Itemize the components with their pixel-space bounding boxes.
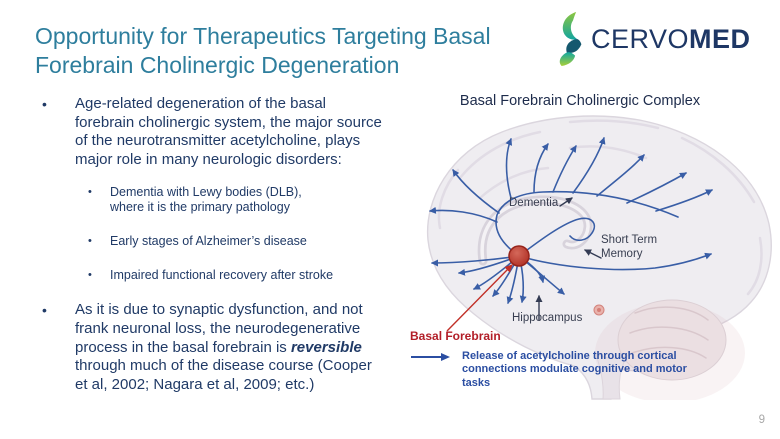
label-hippocampus: Hippocampus bbox=[512, 312, 583, 324]
sub-bullet-list: • Dementia with Lewy bodies (DLB), where… bbox=[35, 185, 435, 282]
page-title: Opportunity for Therapeutics Targeting B… bbox=[35, 23, 491, 78]
label-basal-forebrain: Basal Forebrain bbox=[410, 329, 501, 343]
basal-forebrain-pointer-arrow bbox=[446, 264, 513, 332]
bullet-list: • Age-related degeneration of the basal … bbox=[35, 95, 435, 394]
list-item: • As it is due to synaptic dysfunction, … bbox=[35, 301, 435, 394]
list-item: • Dementia with Lewy bodies (DLB), where… bbox=[35, 185, 435, 215]
bullet-text: As it is due to synaptic dysfunction, an… bbox=[75, 301, 387, 394]
bullet-text-pre: As it is due to synaptic dysfunction, an… bbox=[75, 301, 363, 356]
cervomed-logo-icon bbox=[559, 12, 582, 66]
bullet-marker: • bbox=[88, 234, 92, 247]
label-dementia: Dementia bbox=[509, 197, 559, 209]
bullet-text-emphasis: reversible bbox=[290, 338, 362, 356]
bullet-marker: • bbox=[88, 186, 92, 199]
logo-text-med: MED bbox=[689, 23, 751, 54]
list-item: • Early stages of Alzheimer’s disease bbox=[35, 234, 435, 249]
sub-bullet-text: Early stages of Alzheimer’s disease bbox=[110, 233, 307, 248]
bullet-marker: • bbox=[42, 96, 47, 112]
label-pointer-arrows bbox=[535, 197, 602, 321]
page-number: 9 bbox=[758, 414, 765, 426]
list-item: • Impaired functional recovery after str… bbox=[35, 268, 435, 283]
bullet-marker: • bbox=[42, 302, 47, 319]
label-short-term-memory: Short Term Memory bbox=[601, 234, 658, 260]
legend-text: Release of acetylcholine through cortica… bbox=[462, 350, 687, 389]
cholinergic-projection-arrows bbox=[429, 137, 713, 304]
legend-arrow-icon bbox=[411, 353, 450, 361]
basal-forebrain-dot bbox=[508, 245, 530, 267]
bullet-marker: • bbox=[88, 268, 92, 281]
brain-diagram bbox=[426, 115, 772, 400]
secondary-nucleus-dot-core bbox=[597, 308, 601, 312]
cervomed-logo: CERVOMED bbox=[556, 11, 751, 67]
list-item: • Age-related degeneration of the basal … bbox=[35, 95, 435, 169]
logo-text-cervo: CERVO bbox=[591, 23, 690, 54]
diagram-title: Basal Forebrain Cholinergic Complex bbox=[459, 93, 701, 109]
sub-bullet-text: Impaired functional recovery after strok… bbox=[110, 267, 334, 282]
sub-bullet-text: Dementia with Lewy bodies (DLB), where i… bbox=[110, 185, 302, 215]
bullet-text: Age-related degeneration of the basal fo… bbox=[75, 95, 382, 168]
bullet-text-post: through much of the disease course (Coop… bbox=[75, 357, 372, 393]
diagram-legend: Release of acetylcholine through cortica… bbox=[410, 350, 704, 390]
cervomed-logo-text: CERVOMED bbox=[591, 24, 751, 55]
